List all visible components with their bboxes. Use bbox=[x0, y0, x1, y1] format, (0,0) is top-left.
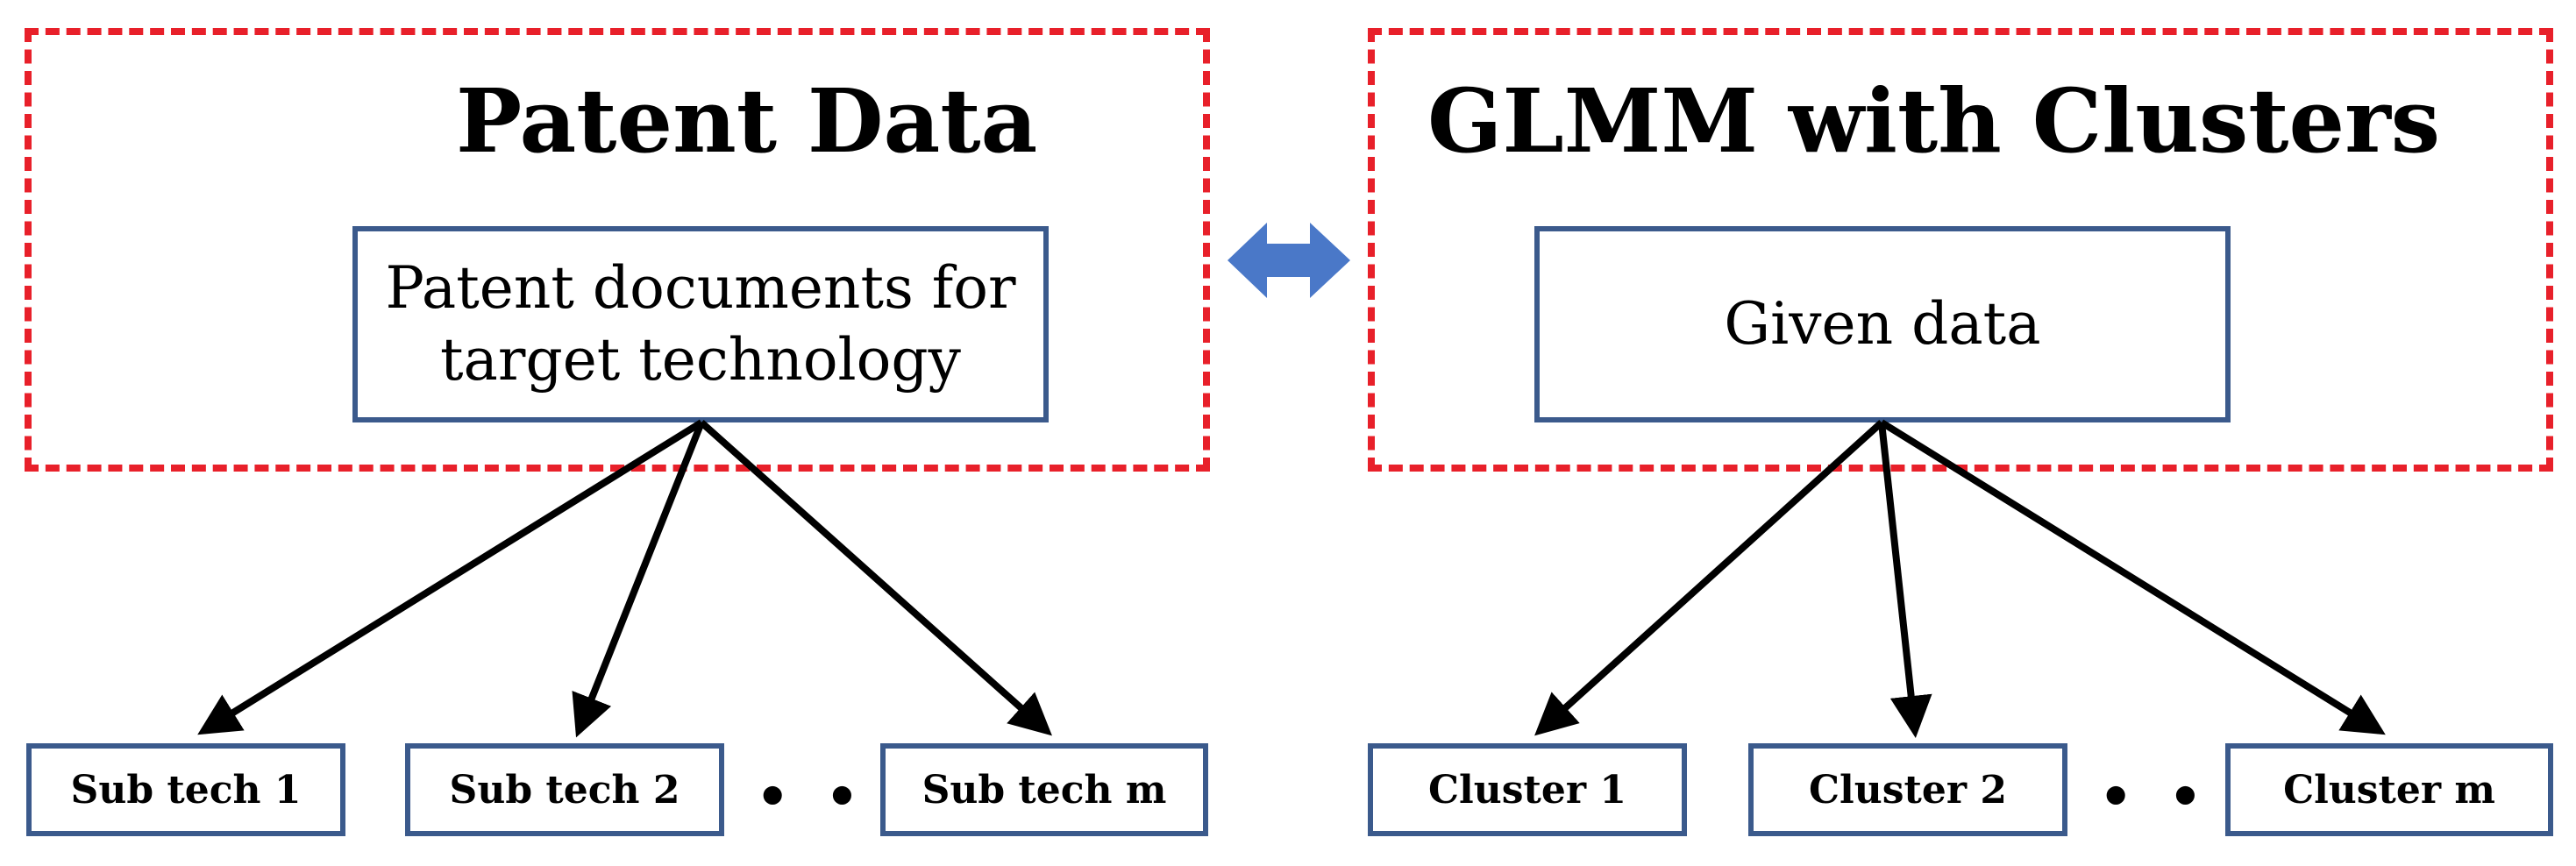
sub-tech-1-node: Sub tech 1 bbox=[26, 743, 345, 836]
cluster-2-node: Cluster 2 bbox=[1748, 743, 2067, 836]
cluster-2-label: Cluster 2 bbox=[1809, 767, 2007, 813]
edge-to-sub-tech-m bbox=[699, 420, 1052, 736]
patent-data-group bbox=[25, 28, 1210, 472]
glmm-clusters-title: GLMM with Clusters bbox=[1427, 69, 2441, 173]
patent-documents-node: Patent documents for target technology bbox=[352, 226, 1049, 422]
sub-tech-2-node: Sub tech 2 bbox=[405, 743, 724, 836]
sub-tech-m-label: Sub tech m bbox=[922, 767, 1167, 813]
edge-to-cluster-2 bbox=[1878, 422, 1932, 738]
sub-tech-1-label: Sub tech 1 bbox=[70, 767, 302, 813]
cluster-1-node: Cluster 1 bbox=[1368, 743, 1687, 836]
edge-to-sub-tech-2 bbox=[572, 421, 705, 738]
edge-to-cluster-m bbox=[1879, 419, 2386, 735]
double-headed-arrow-icon bbox=[1228, 223, 1350, 298]
cluster-m-label: Cluster m bbox=[2283, 767, 2495, 813]
patent-documents-line-1: Patent documents for bbox=[385, 253, 1016, 322]
patent-documents-line-2: target technology bbox=[440, 326, 961, 394]
patent-data-title: Patent Data bbox=[456, 69, 1038, 173]
sub-tech-m-node: Sub tech m bbox=[880, 743, 1208, 836]
sub-tech-2-label: Sub tech 2 bbox=[449, 767, 680, 813]
given-data-node: Given data bbox=[1534, 226, 2231, 422]
edge-to-sub-tech-1 bbox=[197, 419, 704, 735]
cluster-m-node: Cluster m bbox=[2225, 743, 2553, 836]
edge-to-cluster-1 bbox=[1534, 420, 1884, 736]
given-data-label: Given data bbox=[1724, 289, 2041, 358]
cluster-1-label: Cluster 1 bbox=[1428, 767, 1626, 813]
